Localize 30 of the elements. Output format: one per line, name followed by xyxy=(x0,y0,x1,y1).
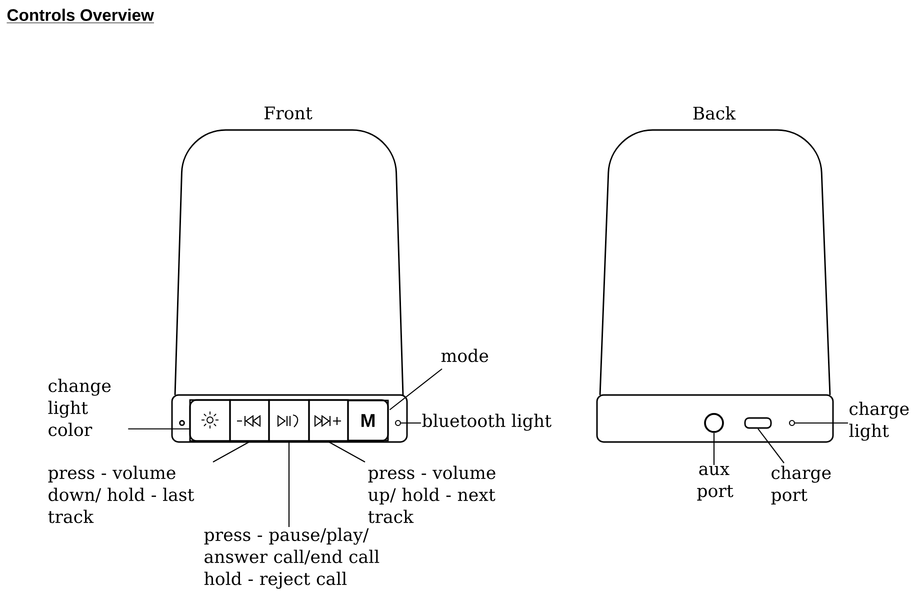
callout-text: change light color xyxy=(48,378,111,436)
volume-down-button xyxy=(229,399,270,442)
leader-line xyxy=(795,422,848,424)
callout-text: charge port xyxy=(771,466,831,504)
mode-button: M xyxy=(347,400,389,442)
usb-port xyxy=(744,417,772,429)
leader-line xyxy=(328,441,366,462)
title: Controls Overview xyxy=(6,8,154,24)
callout-text: aux port xyxy=(697,466,734,501)
leader-line xyxy=(128,428,190,430)
volume-up-button xyxy=(308,399,349,442)
callout-text: press - pause/play/ answer call/end call hold - reject call xyxy=(204,528,380,589)
callout-text: charge light xyxy=(849,402,909,441)
view-label: Front xyxy=(264,106,312,120)
leader-line xyxy=(288,442,290,527)
leader-line xyxy=(401,422,421,424)
leader-line xyxy=(212,441,250,462)
light-button xyxy=(189,399,231,442)
callout-text: mode xyxy=(441,348,488,362)
indicator-light xyxy=(788,420,796,426)
aux-jack xyxy=(704,413,724,433)
leader-line xyxy=(389,368,442,410)
callout-text: bluetooth light xyxy=(422,414,552,431)
view-label: Back xyxy=(693,106,736,120)
leader-line xyxy=(758,428,784,464)
callout-text: press - volume down/ hold - last track xyxy=(48,466,194,524)
callout-text: press - volume up/ hold - next track xyxy=(368,466,496,524)
indicator-light xyxy=(394,420,402,426)
leader-line xyxy=(713,432,715,465)
play-pause-button xyxy=(268,399,310,442)
